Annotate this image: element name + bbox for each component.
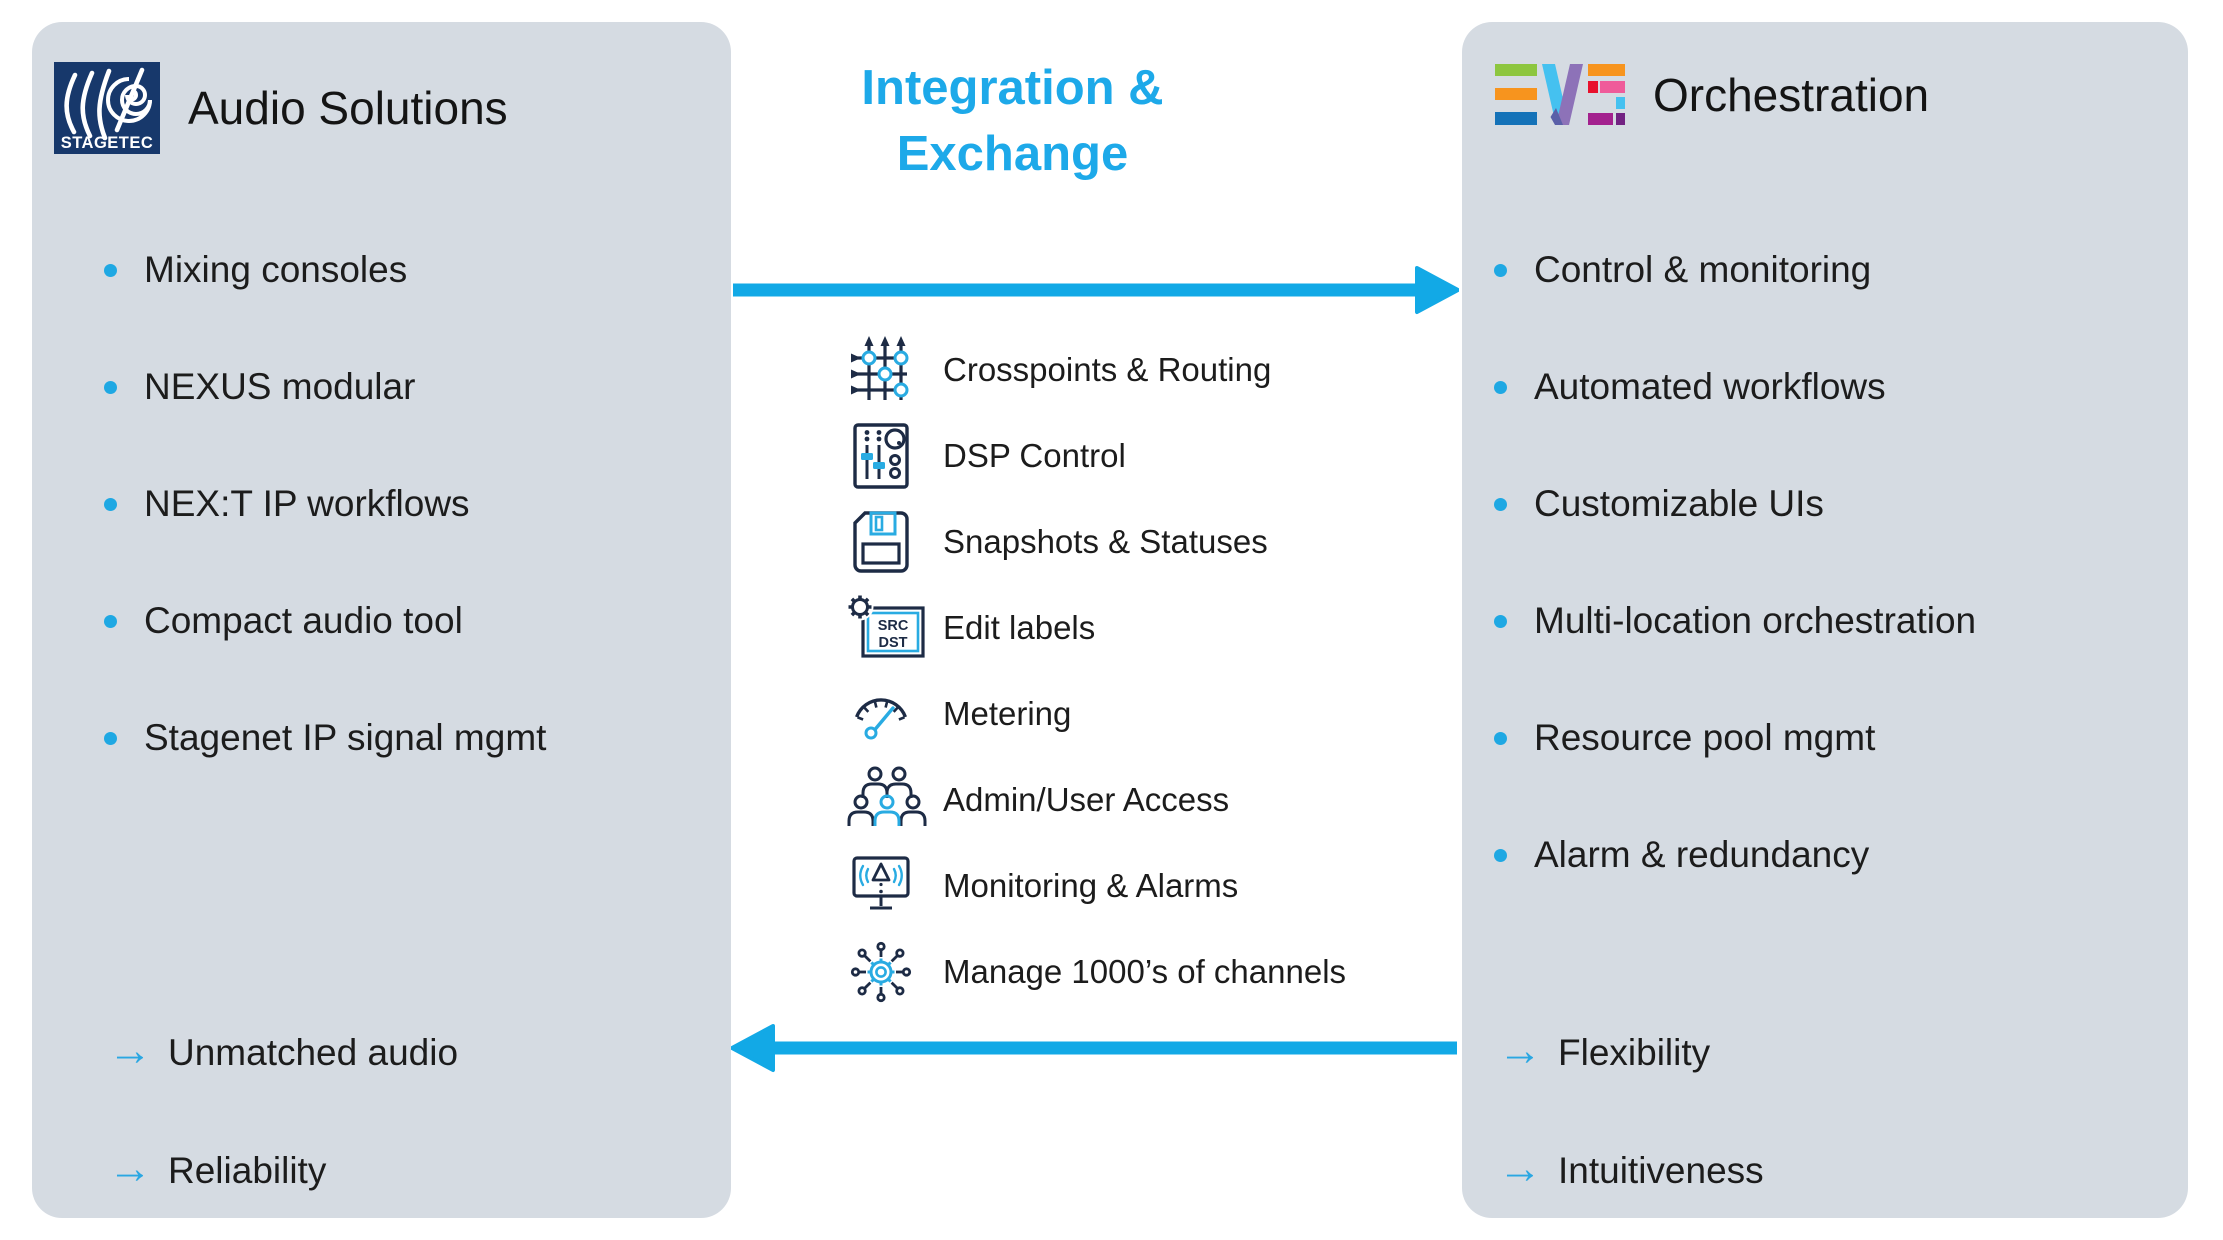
takeaway-item: → Unmatched audio: [108, 1027, 458, 1079]
exchange-capabilities-list: Crosspoints & Routing: [845, 327, 1445, 1015]
bullet-dot-icon: [1494, 731, 1507, 745]
bullet-dot-icon: [1494, 848, 1507, 862]
arrow-left-to-right: [731, 262, 1459, 318]
arrow-right-to-left: [731, 1020, 1459, 1076]
bullet-label: NEX:T IP workflows: [144, 483, 470, 524]
metering-icon: [845, 678, 929, 750]
list-item: Monitoring & Alarms: [845, 843, 1445, 929]
takeaway-item: → Flexibility: [1498, 1027, 1710, 1079]
left-panel-title: Audio Solutions: [188, 82, 508, 134]
capability-label: Snapshots & Statuses: [943, 523, 1268, 560]
left-panel-header: STAGETEC Audio Solutions: [54, 62, 508, 154]
monitoring-alarms-icon: [845, 850, 929, 922]
bullet-dot-icon: [1494, 497, 1507, 511]
bullet-label: Resource pool mgmt: [1534, 717, 1876, 758]
list-item: Multi-location orchestration: [1494, 596, 1976, 646]
list-item: Control & monitoring: [1494, 245, 1871, 295]
list-item: Snapshots & Statuses: [845, 499, 1445, 585]
arrow-right-icon: →: [108, 1026, 152, 1075]
list-item: Alarm & redundancy: [1494, 830, 1869, 880]
stagetec-logo-icon: STAGETEC: [54, 62, 160, 154]
arrow-right-icon: →: [1498, 1144, 1542, 1193]
edit-labels-src-text: SRC: [878, 618, 909, 634]
crosspoints-routing-icon: [845, 334, 929, 406]
bullet-label: NEXUS modular: [144, 366, 416, 407]
list-item: Compact audio tool: [104, 596, 463, 646]
arrow-right-icon: →: [108, 1144, 152, 1193]
snapshots-statuses-icon: [845, 506, 929, 578]
bullet-label: Stagenet IP signal mgmt: [144, 717, 547, 758]
list-item: Crosspoints & Routing: [845, 327, 1445, 413]
center-title-line2: Exchange: [896, 127, 1129, 181]
list-item: Customizable UIs: [1494, 479, 1824, 529]
edit-labels-icon: SRC DST: [845, 592, 929, 664]
bullet-label: Compact audio tool: [144, 600, 463, 641]
orchestration-panel: Orchestration Control & monitoring Autom…: [1462, 22, 2188, 1218]
list-item: Stagenet IP signal mgmt: [104, 713, 546, 763]
capability-label: Metering: [943, 695, 1072, 732]
bullet-dot-icon: [1494, 380, 1507, 394]
list-item: NEX:T IP workflows: [104, 479, 470, 529]
list-item: Metering: [845, 671, 1445, 757]
capability-label: Edit labels: [943, 609, 1096, 646]
list-item: NEXUS modular: [104, 362, 415, 412]
takeaway-item: → Reliability: [108, 1145, 326, 1197]
bullet-dot-icon: [104, 263, 117, 277]
capability-label: Admin/User Access: [943, 781, 1230, 818]
edit-labels-dst-text: DST: [879, 635, 908, 651]
bullet-label: Control & monitoring: [1534, 249, 1872, 290]
manage-channels-icon: [845, 936, 929, 1008]
takeaway-item: → Intuitiveness: [1498, 1145, 1764, 1197]
list-item: Mixing consoles: [104, 245, 407, 295]
bullet-dot-icon: [1494, 614, 1507, 628]
admin-user-access-icon: [845, 764, 929, 836]
right-panel-title: Orchestration: [1653, 69, 1930, 121]
takeaway-label: Reliability: [168, 1150, 327, 1191]
bullet-label: Mixing consoles: [144, 249, 408, 290]
bullet-dot-icon: [104, 497, 117, 511]
capability-label: DSP Control: [943, 437, 1126, 474]
bullet-dot-icon: [104, 614, 117, 628]
list-item: Manage 1000’s of channels: [845, 929, 1445, 1015]
arrow-right-icon: →: [1498, 1026, 1542, 1075]
bullet-label: Multi-location orchestration: [1534, 600, 1977, 641]
list-item: Admin/User Access: [845, 757, 1445, 843]
right-panel-header: Orchestration: [1495, 62, 1929, 128]
takeaway-label: Flexibility: [1558, 1032, 1711, 1073]
bullet-dot-icon: [104, 731, 117, 745]
list-item: Resource pool mgmt: [1494, 713, 1875, 763]
center-title-line1: Integration &: [861, 61, 1164, 115]
stagetec-logo-label: STAGETEC: [61, 134, 154, 152]
capability-label: Crosspoints & Routing: [943, 351, 1272, 388]
capability-label: Manage 1000’s of channels: [943, 953, 1347, 990]
bullet-dot-icon: [104, 380, 117, 394]
list-item: DSP Control: [845, 413, 1445, 499]
list-item: SRC DST Edit labels: [845, 585, 1445, 671]
takeaway-label: Unmatched audio: [168, 1032, 459, 1073]
capability-label: Monitoring & Alarms: [943, 867, 1239, 904]
list-item: Automated workflows: [1494, 362, 1886, 412]
bullet-label: Customizable UIs: [1534, 483, 1824, 524]
dsp-control-icon: [845, 420, 929, 492]
audio-solutions-panel: STAGETEC Audio Solutions Mixing consoles…: [32, 22, 731, 1218]
bullet-label: Alarm & redundancy: [1534, 834, 1870, 875]
evs-logo-icon: [1495, 62, 1625, 128]
takeaway-label: Intuitiveness: [1558, 1150, 1764, 1191]
bullet-label: Automated workflows: [1534, 366, 1886, 407]
center-title: Integration & Exchange: [770, 55, 1255, 187]
bullet-dot-icon: [1494, 263, 1507, 277]
